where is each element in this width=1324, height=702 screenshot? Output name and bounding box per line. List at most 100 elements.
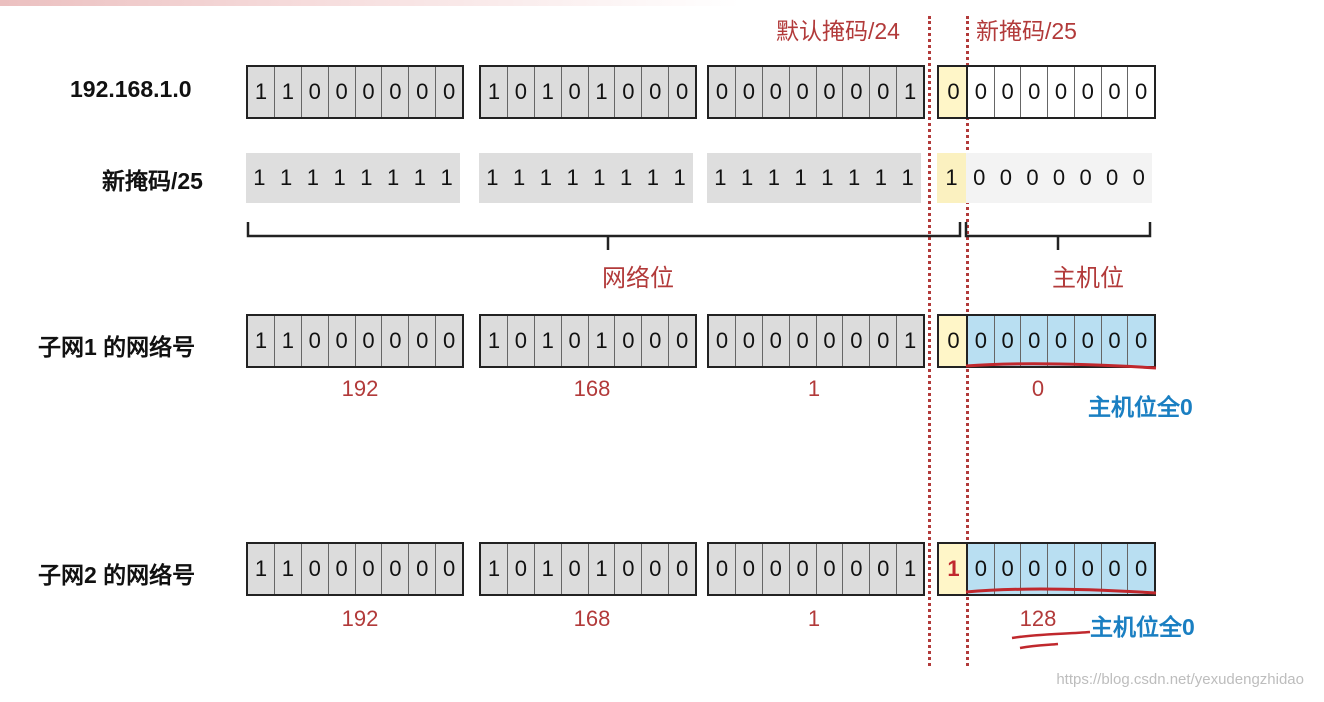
bit-cell: 0	[508, 316, 535, 366]
bit-cell: 0	[843, 544, 871, 594]
bit-cell: 1	[248, 67, 275, 117]
row-label-subnet-2: 子网2 的网络号	[38, 562, 196, 588]
bit-cell: 0	[968, 316, 995, 366]
bit-cell: 0	[382, 67, 410, 117]
bit-cell: 1	[513, 165, 526, 190]
bit-cell: 0	[1135, 79, 1148, 104]
bit-cell: 0	[709, 67, 736, 117]
subnet2-decimal-underline-mark	[1011, 630, 1091, 650]
bit-cell: 0	[508, 544, 535, 594]
bit-cell: 0	[1132, 165, 1145, 190]
subnet1-decimal-2: 168	[573, 376, 611, 401]
bit-cell: 1	[741, 165, 754, 190]
subnet2-decimal-underline-stroke-2	[1019, 642, 1059, 650]
bit-cell: 1	[275, 316, 302, 366]
bit-cell: 1	[901, 165, 914, 190]
bit-cell: 0	[562, 316, 589, 366]
default-mask-boundary-line	[928, 16, 931, 666]
subnet2-decimal-4: 128	[1019, 606, 1057, 631]
subnet2-underline-stroke	[965, 587, 1157, 595]
bit-cell: 0	[763, 316, 790, 366]
subnet2-split-bit-cell: 1	[937, 542, 970, 596]
bit-cell: 1	[646, 165, 659, 190]
split-bit-cell: 0	[937, 65, 970, 119]
bit-cell: 0	[763, 544, 790, 594]
bit-cell: 0	[968, 544, 995, 594]
bit-cell: 1	[593, 165, 606, 190]
bit-cell: 0	[736, 544, 763, 594]
bit-cell: 0	[843, 67, 871, 117]
bit-cell: 0	[1048, 67, 1075, 117]
bit-cell: 1	[360, 165, 373, 190]
bit-cell: 1	[280, 165, 293, 190]
bit-range-braces	[246, 222, 1152, 250]
bit-cell: 0	[1075, 544, 1102, 594]
bit-cell: 0	[442, 556, 456, 581]
bit-cell: 0	[709, 316, 736, 366]
bit-cell: 0	[973, 165, 986, 190]
bit-cell: 0	[356, 316, 383, 366]
bit-cell: 0	[1048, 544, 1075, 594]
bit-cell: 0	[562, 544, 589, 594]
new-mask-header-label: 新掩码/25	[976, 18, 1077, 44]
subnet1-host-all-zero-note: 主机位全0	[1088, 394, 1193, 420]
bit-cell: 0	[615, 316, 643, 366]
bit-cell: 1	[848, 165, 861, 190]
bit-cell: 0	[790, 67, 817, 117]
mask-split-bit-cell: 1	[937, 153, 966, 203]
bit-cell: 0	[329, 67, 356, 117]
bit-cell: 1	[620, 165, 633, 190]
bit-cell: 0	[709, 544, 736, 594]
bit-cell: 0	[615, 544, 643, 594]
subnet2-host-all-zero-note: 主机位全0	[1090, 614, 1195, 640]
bit-cell: 0	[870, 544, 898, 594]
bit-cell: 0	[1102, 544, 1129, 594]
bit-cell: 0	[995, 67, 1022, 117]
bit-cell: 0	[843, 316, 871, 366]
bit-cell: 0	[817, 67, 844, 117]
bit-cell: 0	[302, 544, 329, 594]
bit-cell: 0	[302, 316, 329, 366]
watermark: https://blog.csdn.net/yexudengzhidao	[1056, 671, 1304, 688]
bit-cell: 0	[995, 544, 1022, 594]
bit-cell: 0	[1102, 316, 1129, 366]
host-bits-brace	[964, 222, 1152, 238]
bit-cell: 0	[409, 544, 437, 594]
bit-cell: 1	[535, 316, 562, 366]
bit-cell: 0	[870, 67, 898, 117]
bit-cell: 0	[999, 165, 1012, 190]
bit-cell: 1	[275, 544, 302, 594]
subnet2-decimal-3: 1	[807, 606, 821, 631]
bit-cell: 1	[821, 165, 834, 190]
bit-cell: 0	[675, 79, 689, 104]
subnet1-underline-mark	[965, 362, 1157, 370]
bit-cell: 0	[409, 67, 437, 117]
bit-cell: 0	[1135, 328, 1148, 353]
bit-cell: 1	[253, 165, 266, 190]
subnet1-underline-stroke	[965, 362, 1157, 370]
bit-cell: 0	[763, 67, 790, 117]
subnet2-decimal-underline-stroke-1	[1011, 630, 1091, 640]
bit-cell: 0	[1052, 165, 1066, 190]
bit-cell: 1	[874, 165, 887, 190]
subnet2-decimal-1: 192	[341, 606, 379, 631]
bit-cell: 0	[675, 328, 689, 353]
row-label-new-mask: 新掩码/25	[102, 168, 203, 194]
bit-cell: 1	[333, 165, 346, 190]
bit-cell: 0	[1079, 165, 1092, 190]
bit-cell: 0	[442, 79, 456, 104]
bit-cell: 1	[903, 79, 917, 104]
